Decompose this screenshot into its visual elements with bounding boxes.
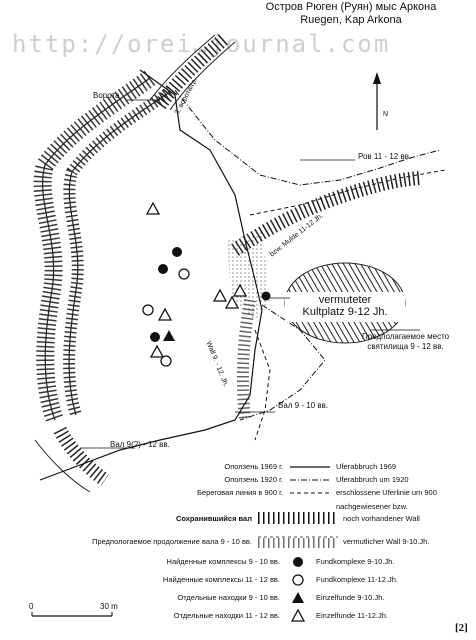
legend-ru-5: Предпологаемое продолжение вала 9 - 10 в… bbox=[92, 537, 252, 546]
sanctuary-line2: святилища 9 - 12 вв. bbox=[367, 342, 444, 351]
footnote-ref: [2] bbox=[455, 622, 468, 634]
legend-open-triangle bbox=[290, 608, 306, 622]
watermark-text: http://orei…journal.com bbox=[12, 30, 391, 58]
filled-triangle-find bbox=[163, 330, 175, 341]
road-band bbox=[149, 32, 236, 111]
label-val-9-12: Вал 9(?) - 12 вв. bbox=[110, 440, 170, 449]
kultplatz-line1: vermuteter bbox=[318, 294, 372, 306]
open-circle-find bbox=[160, 355, 172, 367]
title-line-ru: Остров Рюген (Руян) мыс Аркона bbox=[265, 1, 437, 13]
coastline-1920 bbox=[174, 89, 441, 421]
scale-end-label: 30 m bbox=[100, 602, 118, 611]
label-val-9-10: Вал 9 - 10 вв. bbox=[278, 401, 329, 410]
scale-start-label: 0 bbox=[29, 602, 34, 611]
legend-open-circle bbox=[292, 574, 304, 586]
label-vorota: Ворота bbox=[93, 91, 120, 100]
legend-ru-2: Береговая линия в 900 г. bbox=[196, 488, 283, 497]
legend-filled-triangle bbox=[292, 592, 304, 603]
legend-ru-0: Оползень 1969 г. bbox=[224, 462, 283, 471]
legend-de-6: Fundkomplexe 9-10.Jh. bbox=[316, 557, 395, 566]
kultplatz-label-bg bbox=[285, 292, 405, 322]
open-triangle-find bbox=[149, 344, 165, 358]
kultplatz-line2: Kultplatz 9-12 Jh. bbox=[302, 306, 388, 318]
kultplatz-label: vermuteter Kultplatz 9-12 Jh. bbox=[286, 294, 404, 318]
sanctuary-line1: Предполагаемое место bbox=[362, 332, 450, 341]
dotted-area bbox=[228, 232, 270, 320]
find-markers bbox=[142, 201, 271, 367]
filled-circle-find bbox=[150, 332, 160, 342]
legend-ru-4: Сохранившийся вал bbox=[175, 514, 252, 523]
legend-de-0: Uferabbruch 1969 bbox=[336, 462, 397, 471]
open-triangle-find bbox=[232, 283, 248, 297]
legend-ru-6: Найденные комплексы 9 - 10 вв. bbox=[166, 557, 280, 566]
legend-ru-7: Найденные комплексы 11 - 12 вв. bbox=[162, 575, 280, 584]
sanctuary-label: Предполагаемое место святилища 9 - 12 вв… bbox=[362, 332, 449, 352]
open-triangle-find bbox=[224, 295, 240, 309]
legend-de-7: Fundkomplexe 11-12.Jh. bbox=[316, 575, 398, 584]
legend-ru-8: Отдельные находки 9 - 10 вв. bbox=[177, 593, 280, 602]
outer-wall bbox=[33, 70, 174, 424]
open-triangle-find bbox=[145, 201, 161, 215]
lower-wall bbox=[34, 426, 110, 493]
filled-circle-find bbox=[172, 247, 182, 257]
legend-ru-9: Отдельные находки 11 - 12 вв. bbox=[173, 611, 280, 620]
filled-circle-find bbox=[158, 264, 168, 274]
open-circle-find bbox=[142, 304, 154, 316]
pointer-lines bbox=[80, 99, 420, 449]
legend-de-2: erschlossene Uferlinie um 900 bbox=[336, 488, 437, 497]
label-rov: Ров 11 - 12 вв. bbox=[358, 152, 412, 161]
north-arrow bbox=[373, 72, 381, 130]
legend-de-4: noch vorhandener Wall bbox=[343, 514, 420, 523]
open-triangle-find bbox=[212, 288, 228, 302]
coastline-900 bbox=[249, 169, 446, 441]
legend-de-3: nachgewiesener bzw. bbox=[336, 502, 408, 511]
legend-de-5: vermutlicher Wall 9-10.Jh. bbox=[343, 537, 430, 546]
north-label: N bbox=[383, 111, 389, 118]
legend-de-1: Uferabbruch um 1920 bbox=[336, 475, 409, 484]
scale-bar bbox=[31, 612, 113, 617]
open-circle-find bbox=[178, 268, 190, 280]
map-title: Остров Рюген (Руян) мыс Аркона Ruegen, K… bbox=[236, 1, 466, 27]
legend-ru-1: Оползень 1920 г. bbox=[224, 475, 283, 484]
legend-de-8: Einzelfunde 9-10.Jh. bbox=[316, 593, 385, 602]
title-line-de: Ruegen, Kap Arkona bbox=[300, 14, 402, 26]
coastline-1969 bbox=[39, 69, 263, 481]
filled-circle-find bbox=[261, 291, 271, 301]
open-triangle-find bbox=[157, 307, 173, 321]
legend-de-9: Einzelfunde 11-12.Jh. bbox=[316, 611, 388, 620]
legend-filled-circle bbox=[293, 557, 303, 567]
legend-symbols bbox=[258, 466, 338, 622]
